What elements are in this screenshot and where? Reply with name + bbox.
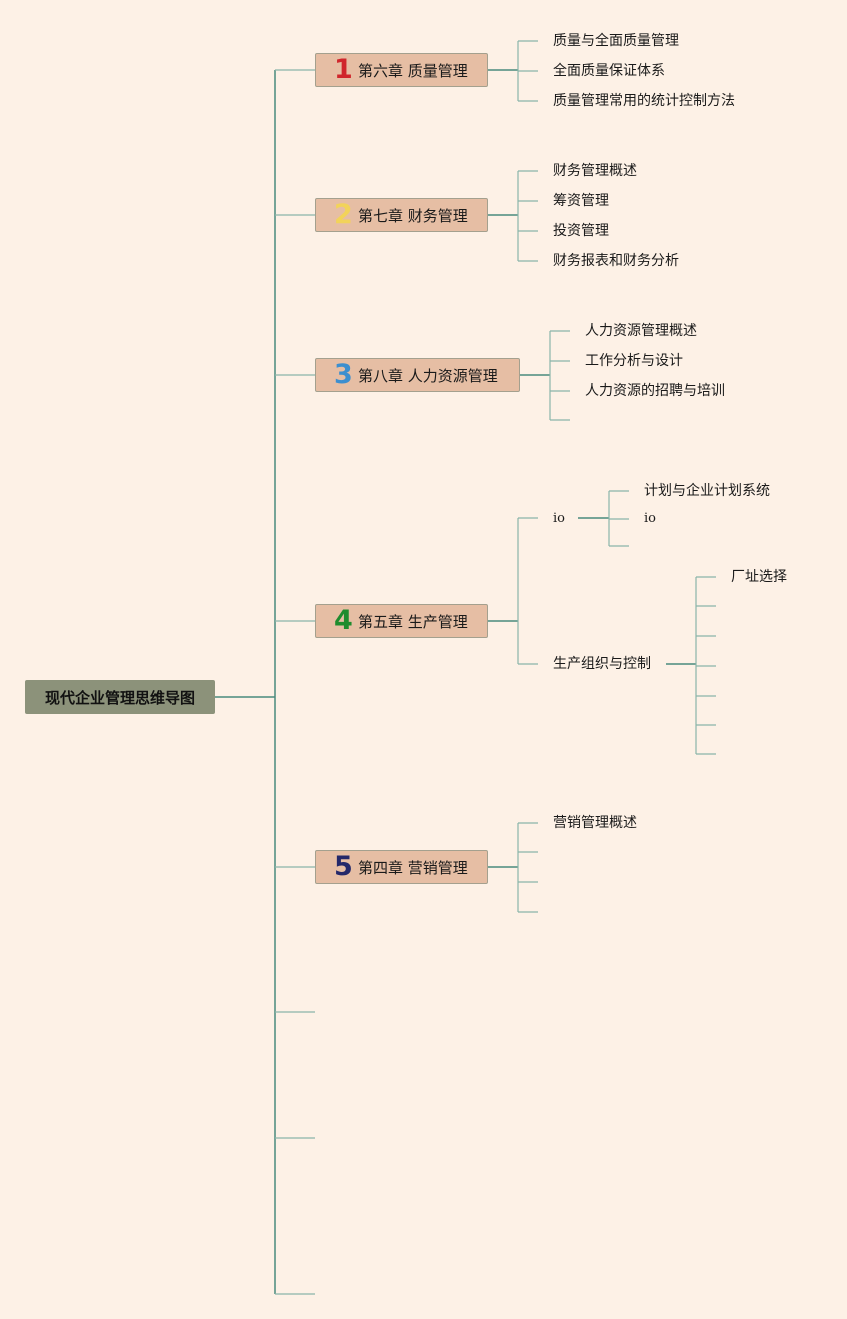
topic-node[interactable]: 营销管理概述	[553, 815, 637, 831]
topic-node[interactable]: 财务报表和财务分析	[553, 253, 679, 269]
topic-node[interactable]: 财务管理概述	[553, 163, 637, 179]
topic-node[interactable]: io	[553, 511, 565, 526]
chapter-label: 第八章 人力资源管理	[358, 366, 498, 385]
chapter-node-quality[interactable]: 1 第六章 质量管理	[315, 53, 488, 87]
root-label: 现代企业管理思维导图	[44, 688, 195, 707]
topic-node[interactable]: 生产组织与控制	[553, 656, 651, 672]
topic-node[interactable]: 质量管理常用的统计控制方法	[553, 93, 735, 109]
topic-node[interactable]: 全面质量保证体系	[553, 63, 665, 79]
subtopic-node[interactable]: 计划与企业计划系统	[644, 483, 770, 499]
topic-node[interactable]: 人力资源管理概述	[585, 323, 697, 339]
root-node[interactable]: 现代企业管理思维导图	[25, 680, 215, 714]
chapter-label: 第七章 财务管理	[358, 206, 468, 225]
topic-node[interactable]: 质量与全面质量管理	[553, 33, 679, 49]
chapter-node-production[interactable]: 4 第五章 生产管理	[315, 604, 488, 638]
chapter-label: 第五章 生产管理	[358, 612, 468, 631]
chapter-label: 第六章 质量管理	[358, 61, 468, 80]
topic-node[interactable]: 筹资管理	[553, 193, 609, 209]
topic-node[interactable]: 工作分析与设计	[585, 353, 683, 369]
number-four-icon: 4	[334, 605, 353, 636]
chapter-node-marketing[interactable]: 5 第四章 营销管理	[315, 850, 488, 884]
number-one-icon: 1	[334, 54, 353, 85]
number-three-icon: 3	[334, 359, 353, 390]
chapter-node-hr[interactable]: 3 第八章 人力资源管理	[315, 358, 520, 392]
subtopic-node[interactable]: io	[644, 511, 656, 526]
number-five-icon: 5	[334, 851, 353, 882]
topic-node[interactable]: 投资管理	[553, 223, 609, 239]
chapter-node-finance[interactable]: 2 第七章 财务管理	[315, 198, 488, 232]
topic-node[interactable]: 人力资源的招聘与培训	[585, 383, 725, 399]
chapter-label: 第四章 营销管理	[358, 858, 468, 877]
subtopic-node[interactable]: 厂址选择	[731, 569, 787, 585]
number-two-icon: 2	[334, 199, 353, 230]
